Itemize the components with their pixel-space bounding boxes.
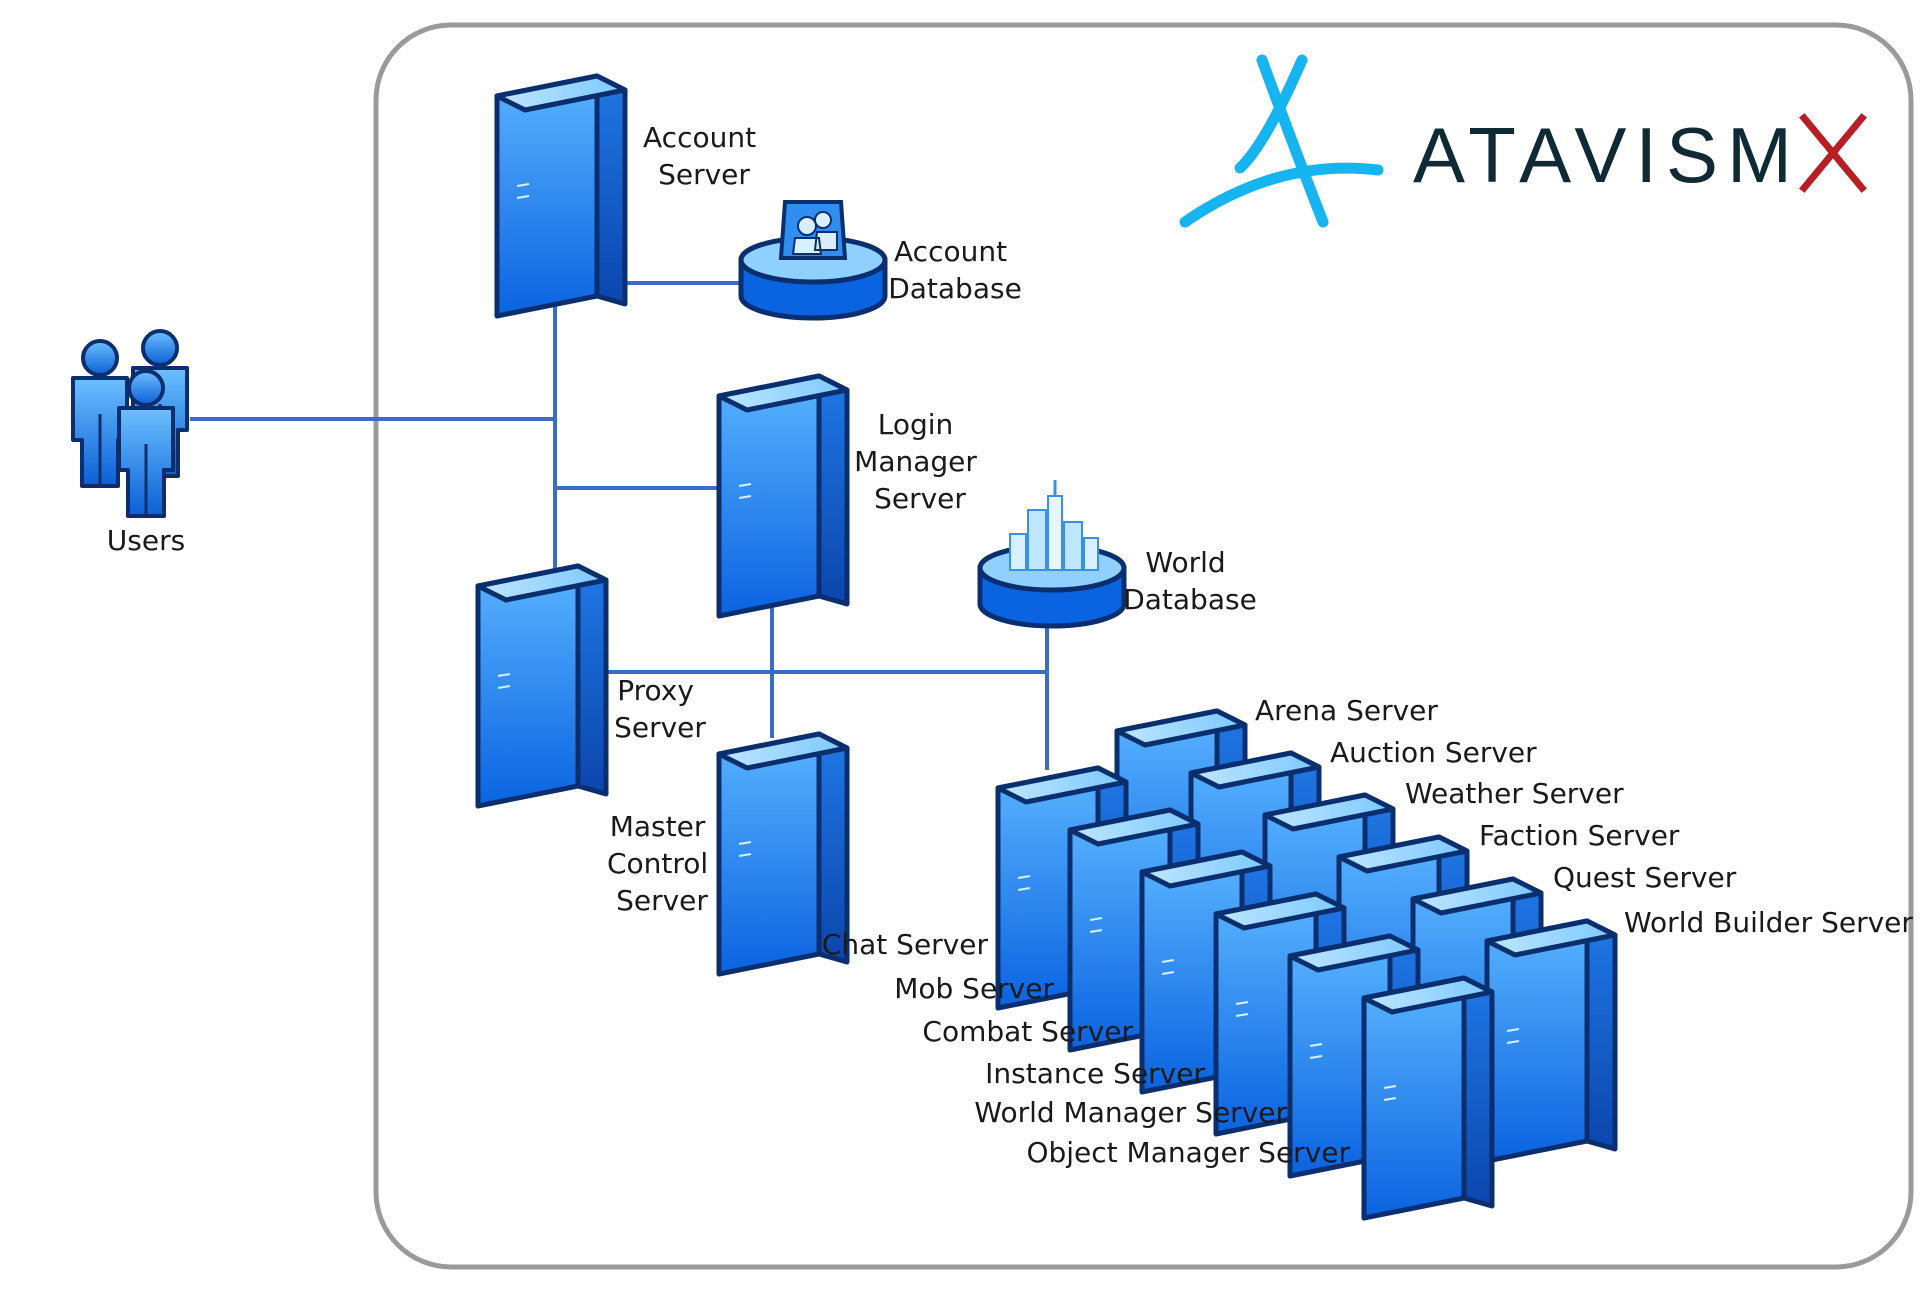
proxy-server-icon: [478, 566, 606, 806]
label-faction-server: Faction Server: [1479, 819, 1680, 852]
label-world-builder-server: World Builder Server: [1624, 906, 1913, 939]
label-chat-server: Chat Server: [822, 928, 989, 961]
label-instance-server: Instance Server: [985, 1057, 1205, 1090]
brand-x-mark: [1799, 113, 1867, 193]
world-builder-server-icon: [1487, 921, 1615, 1161]
brand-mark: X: [1833, 181, 1834, 183]
label-weather-server: Weather Server: [1405, 777, 1624, 810]
label-combat-server: Combat Server: [922, 1015, 1133, 1048]
account-server-icon: [497, 76, 625, 316]
label-quest-server: Quest Server: [1553, 861, 1737, 894]
label-world-database: World Database: [1123, 546, 1257, 616]
system-boundary-frame: [373, 22, 1914, 1270]
object-manager-server-icon: [1364, 978, 1492, 1218]
label-account-database: Account Database: [888, 235, 1022, 305]
label-users: Users: [107, 524, 185, 557]
label-account-server: Account Server: [643, 121, 765, 191]
label-master-control-server: Master Control Server: [607, 810, 717, 917]
label-world-manager-server: World Manager Server: [974, 1096, 1287, 1129]
user-database-icon: [741, 200, 885, 318]
label-object-manager-server: Object Manager Server: [1026, 1136, 1350, 1169]
atavism-symbol-icon: [1179, 54, 1384, 228]
atavism-logo: ATAVISM X: [1179, 54, 1867, 228]
users-group-icon: [71, 329, 189, 518]
label-arena-server: Arena Server: [1255, 694, 1438, 727]
label-proxy-server: Proxy Server: [614, 674, 706, 744]
label-auction-server: Auction Server: [1330, 736, 1537, 769]
login-manager-server-icon: [719, 376, 847, 616]
brand-name: ATAVISM: [1413, 111, 1801, 199]
label-mob-server: Mob Server: [894, 972, 1054, 1005]
city-database-icon: [980, 480, 1124, 626]
label-login-manager-server: Login Manager Server: [854, 408, 986, 515]
